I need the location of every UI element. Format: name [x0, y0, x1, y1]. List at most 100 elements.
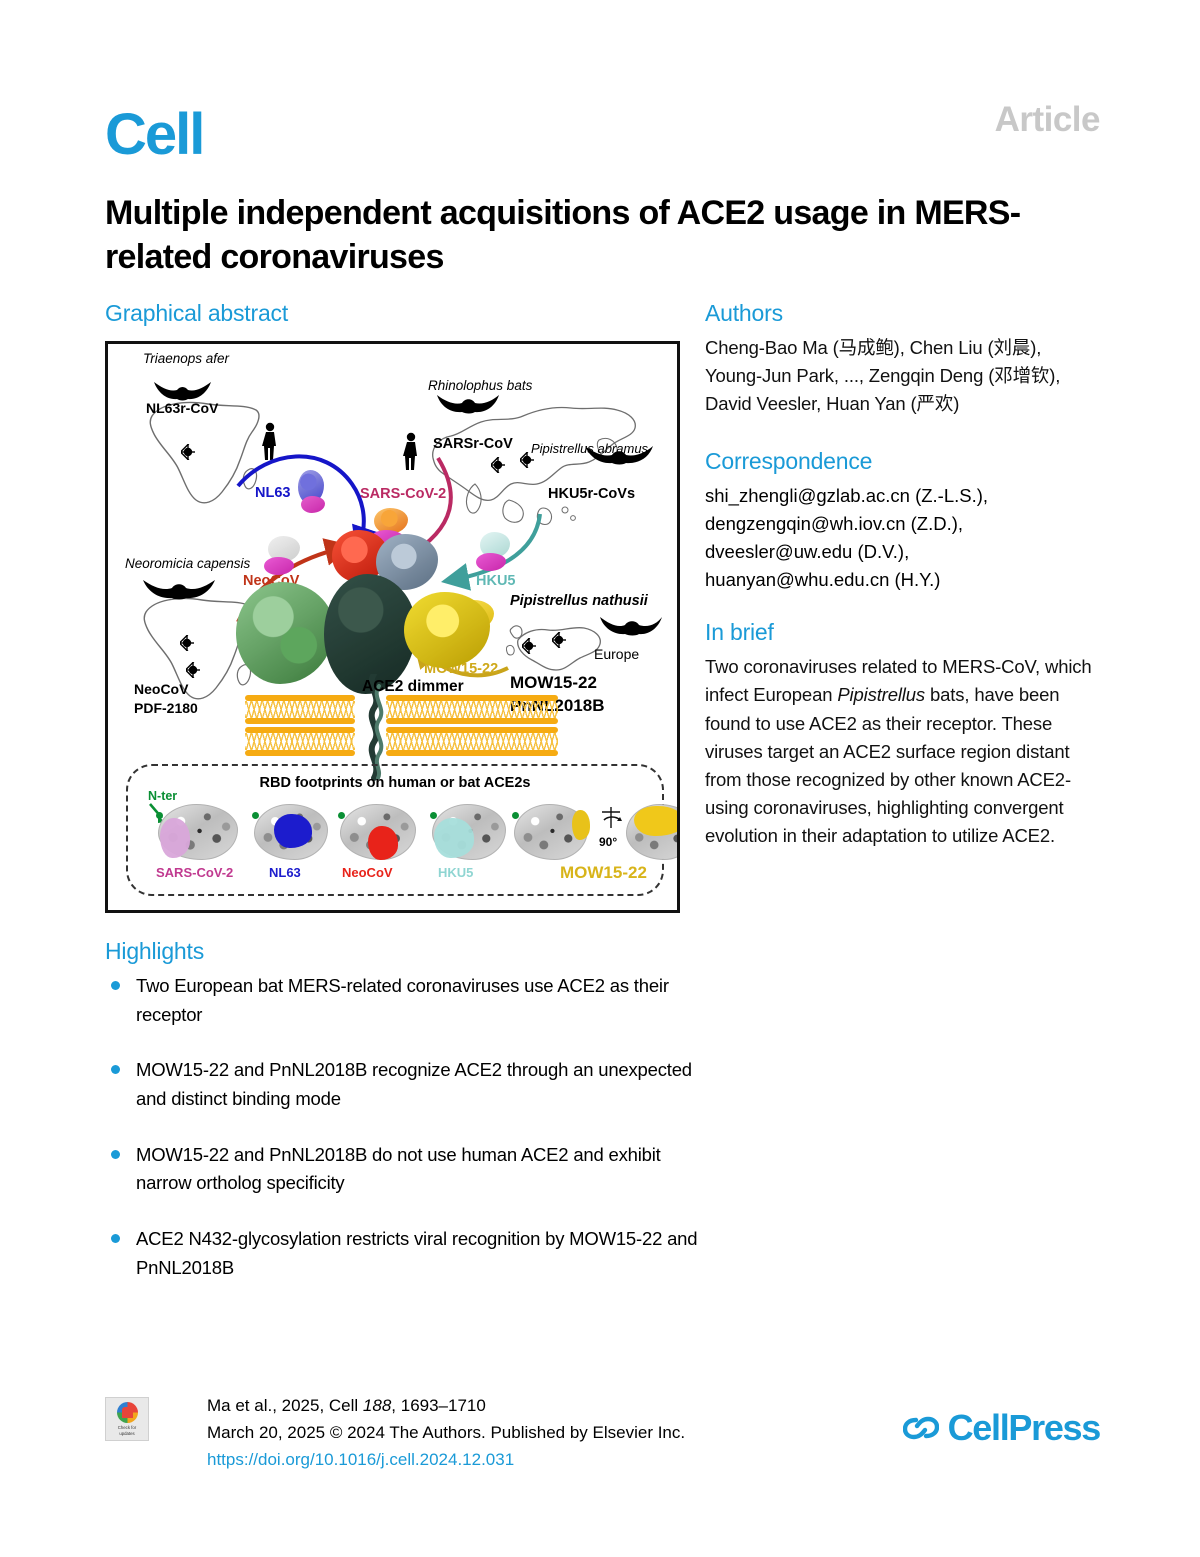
citation-prefix: Ma et al., 2025, Cell [207, 1396, 363, 1415]
list-item: MOW15-22 and PnNL2018B recognize ACE2 th… [105, 1056, 705, 1113]
label-rhinolophus-bats: Rhinolophus bats [428, 378, 533, 393]
n-ter-dot [430, 812, 437, 819]
footprint-patch-sars2 [160, 818, 190, 858]
crossmark-label: Check for updates [118, 1425, 136, 1436]
page-title: Multiple independent acquisitions of ACE… [105, 194, 1021, 276]
label-n-ter: N-ter [148, 789, 178, 803]
doi-link[interactable]: https://doi.org/10.1016/j.cell.2024.12.0… [207, 1449, 515, 1469]
correspondence-line-1[interactable]: shi_zhengli@gzlab.ac.cn (Z.-L.S.), [705, 485, 989, 507]
crossmark-circle-icon [116, 1402, 138, 1424]
virus-particle-icon [180, 635, 194, 651]
crossmark-badge-icon[interactable]: Check for updates [105, 1397, 149, 1441]
label-nl63r-cov: NL63r-CoV [146, 400, 219, 416]
rotation-arrow-icon [602, 807, 622, 828]
label-ace2-dimer: ACE2 dimmer [362, 678, 464, 695]
label-pipistrellus-nathusii: Pipistrellus nathusii [510, 593, 648, 609]
arrow-label-nl63: NL63 [255, 485, 291, 501]
bat-silhouette-icon [600, 617, 662, 636]
cellpress-logo[interactable]: CellPress [902, 1407, 1102, 1449]
publication-line: March 20, 2025 © 2024 The Authors. Publi… [207, 1422, 686, 1442]
label-mow15-22: MOW15-22 [510, 673, 597, 692]
rbd-stalk-neocov [264, 557, 294, 575]
footprint-patch-neocov [368, 826, 398, 860]
footprint-patch-hku5 [434, 818, 474, 858]
in-brief-part1: Two coronaviruses related to MERS-CoV, w… [705, 656, 1092, 706]
n-ter-dot [156, 812, 163, 819]
graphical-abstract-figure: Triaenops afer NL63r-CoV [105, 341, 680, 913]
label-pdf-2180: PDF-2180 [134, 700, 198, 716]
bat-silhouette-icon [585, 446, 653, 465]
cell-journal-logo[interactable]: Cell [105, 102, 205, 167]
citation-volume: 188 [362, 1396, 392, 1415]
n-ter-dot [252, 812, 259, 819]
crossmark-line-1: Check for [117, 1425, 137, 1431]
correspondence-line-2[interactable]: dengzengqin@wh.iov.cn (Z.D.), [705, 513, 964, 535]
bullet-icon [111, 1065, 120, 1075]
lipid-bilayer-left [245, 695, 355, 756]
right-column: Authors Cheng-Bao Ma (马成鲍), Chen Liu (刘晨… [705, 300, 1095, 850]
label-triaenops-afer: Triaenops afer [143, 351, 230, 366]
masthead: Cell Article [105, 100, 1101, 180]
arrow-label-hku5: HKU5 [476, 573, 516, 589]
in-brief-part2: bats, have been found to use ACE2 as the… [705, 684, 1071, 846]
highlight-text: MOW15-22 and PnNL2018B do not use human … [136, 1143, 661, 1194]
label-neoromicia-capensis: Neoromicia capensis [125, 556, 251, 571]
correspondence-line-4[interactable]: huanyan@whu.edu.cn (H.Y.) [705, 568, 941, 590]
bat-silhouette-icon [143, 580, 215, 600]
rbd-stalk-hku5 [476, 553, 506, 571]
article-type-label: Article [994, 100, 1101, 139]
arrow-label-sars-cov-2: SARS-CoV-2 [360, 486, 447, 502]
rbd-ribbon-sars2 [374, 508, 408, 534]
ace2-transmembrane-helix [368, 674, 384, 781]
bullet-icon [111, 981, 120, 990]
footprints-title: RBD footprints on human or bat ACE2s [259, 775, 531, 791]
list-item: ACE2 N432-glycosylation restricts viral … [105, 1225, 705, 1282]
footprint-label-mow15-22: MOW15-22 [560, 863, 647, 882]
cellpress-wordmark: CellPress [947, 1407, 1102, 1448]
rbd-stalk-nl63 [301, 496, 325, 513]
authors-list: Cheng-Bao Ma (马成鲍), Chen Liu (刘晨), Young… [705, 337, 1061, 415]
virus-particle-icon [552, 632, 566, 648]
virus-particle-icon [491, 457, 505, 473]
crossmark-inner-shape [121, 1407, 133, 1419]
human-silhouette-icon [403, 432, 417, 470]
bound-rbd-mow [404, 592, 490, 668]
n-ter-dot [512, 812, 519, 819]
virus-particle-icon [520, 452, 534, 468]
list-item: Two European bat MERS-related coronaviru… [105, 972, 705, 1029]
highlight-text: Two European bat MERS-related coronaviru… [136, 975, 669, 1025]
correspondence-heading: Correspondence [705, 448, 873, 475]
footprint-patch-mow-view2 [634, 806, 677, 836]
cellpress-mark-icon [902, 1416, 939, 1440]
virus-particle-icon [181, 444, 195, 460]
footprint-label-neocov: NeoCoV [342, 865, 393, 880]
citation-line: Ma et al., 2025, Cell 188, 1693–1710 [207, 1393, 685, 1420]
crossmark-line-2: updates [119, 1430, 135, 1436]
label-pipistrellus-abramus: Pipistrellus abramus [531, 441, 649, 456]
bat-silhouette-icon [437, 395, 499, 414]
label-sarsr-cov: SARSr-CoV [433, 436, 513, 452]
n-ter-dot [338, 812, 345, 819]
human-silhouette-icon [262, 422, 276, 460]
footprint-patch-mow-view1 [572, 810, 590, 840]
citation-pages: , 1693–1710 [391, 1396, 486, 1415]
bullet-icon [111, 1149, 120, 1159]
footprint-label-sars-cov-2: SARS-CoV-2 [156, 865, 234, 880]
citation-block: Ma et al., 2025, Cell 188, 1693–1710 Mar… [207, 1393, 685, 1474]
list-item: MOW15-22 and PnNL2018B do not use human … [105, 1141, 705, 1198]
footprint-patch-nl63 [274, 814, 312, 848]
graphical-abstract-heading: Graphical abstract [105, 300, 289, 326]
correspondence-line-3[interactable]: dveesler@uw.edu (D.V.), [705, 540, 910, 562]
label-europe: Europe [594, 646, 640, 662]
footprint-label-nl63: NL63 [269, 865, 301, 880]
authors-heading: Authors [705, 300, 783, 326]
highlights-heading: Highlights [105, 938, 204, 964]
in-brief-heading: In brief [705, 619, 774, 646]
label-hku5r-covs: HKU5r-CoVs [548, 486, 636, 502]
footprint-label-hku5: HKU5 [438, 865, 474, 880]
label-neocov-origin: NeoCoV [134, 681, 189, 697]
in-brief-italic-genus: Pipistrellus [837, 684, 925, 706]
ace2-protomer-left [236, 582, 334, 684]
in-brief-text: Two coronaviruses related to MERS-CoV, w… [705, 653, 1095, 850]
lipid-bilayer-right [386, 695, 558, 756]
